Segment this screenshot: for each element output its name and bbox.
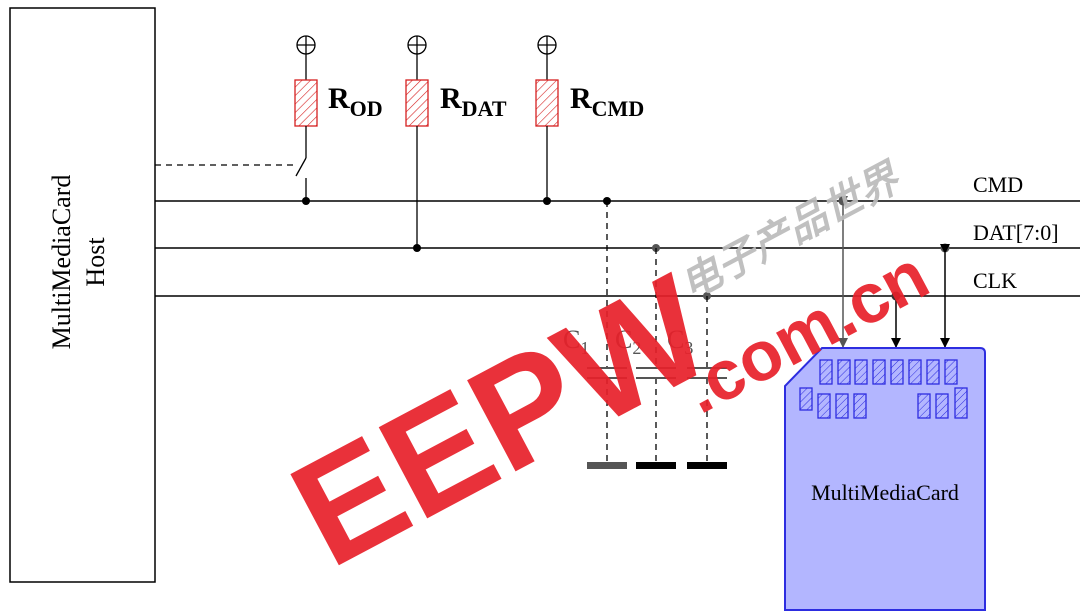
resistor-od xyxy=(294,79,318,127)
dat-bus-label: DAT[7:0] xyxy=(973,220,1059,245)
capacitor-c3 xyxy=(687,367,727,379)
vcc-symbol-cmd xyxy=(537,35,557,55)
capacitor-c1-label: C1 xyxy=(563,325,589,358)
multimediacard xyxy=(784,347,986,611)
clk-bus-label: CLK xyxy=(973,268,1017,293)
host-block xyxy=(9,7,156,583)
capacitor-c2 xyxy=(636,367,676,379)
host-label-line2: Host xyxy=(81,237,110,287)
ground-c1 xyxy=(587,462,627,469)
ground-c2 xyxy=(636,462,676,469)
capacitor-c2-label: C2 xyxy=(615,325,641,358)
resistor-od-label: ROD xyxy=(328,82,383,121)
resistor-dat-label: RDAT xyxy=(440,82,507,121)
cmd-bus-label: CMD xyxy=(973,172,1023,197)
card-label: MultiMediaCard xyxy=(811,480,959,505)
capacitor-c1 xyxy=(587,367,627,379)
resistor-cmd-label: RCMD xyxy=(570,82,644,121)
od-switch xyxy=(295,157,307,177)
card-contacts xyxy=(799,359,968,419)
resistor-cmd xyxy=(535,79,559,127)
ground-c3 xyxy=(687,462,727,469)
vcc-symbol-od xyxy=(296,35,316,55)
resistor-dat xyxy=(405,79,429,127)
vcc-symbol-dat xyxy=(407,35,427,55)
capacitor-c3-label: C3 xyxy=(667,325,693,358)
host-label-line1: MultiMediaCard xyxy=(47,175,76,350)
